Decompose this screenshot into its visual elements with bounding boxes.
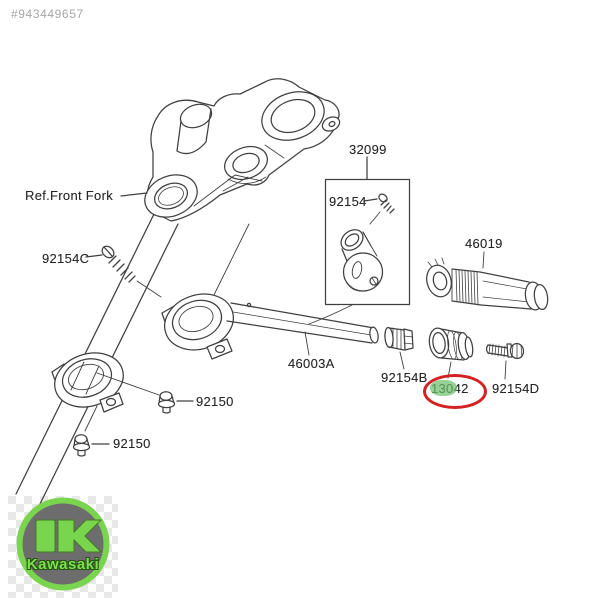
red-circle-annotation [423,374,487,409]
sub-assembly-box-32099 [308,156,411,325]
label-92154: 92154 [329,194,367,209]
screw-92154d-drawing [485,342,525,380]
kawasaki-wordmark: Kawasaki [26,556,100,573]
label-92154d: 92154D [492,381,540,396]
label-92150-lower: 92150 [113,436,151,451]
label-46019: 46019 [465,236,503,251]
screw-92154-drawing [363,193,395,225]
handlebar-holder-drawing [161,293,379,360]
kawasaki-k-mark [35,519,56,553]
plug-92154b-drawing [384,326,414,370]
label-32099: 32099 [349,142,387,157]
bolt-92150-lower-drawing [72,405,110,457]
label-46003a: 46003A [288,356,335,371]
triple-clamp-drawing [144,78,341,222]
grip-drawing [426,251,549,311]
label-92150-upper: 92150 [196,394,234,409]
screw-92154c-drawing [85,245,162,298]
kawasaki-badge [16,497,110,591]
throttle-holder-drawing [340,229,384,292]
weight-13042-drawing [428,327,474,379]
bolt-92150-upper-drawing [96,372,194,414]
label-92154c: 92154C [42,251,90,266]
label-92154b: 92154B [381,370,428,385]
label-ref-front-fork: Ref.Front Fork [25,188,113,203]
ref-front-fork-leader [120,192,148,197]
handlebar-holder-lower-drawing [51,352,124,413]
watermark-text: #943449657 [11,7,84,21]
